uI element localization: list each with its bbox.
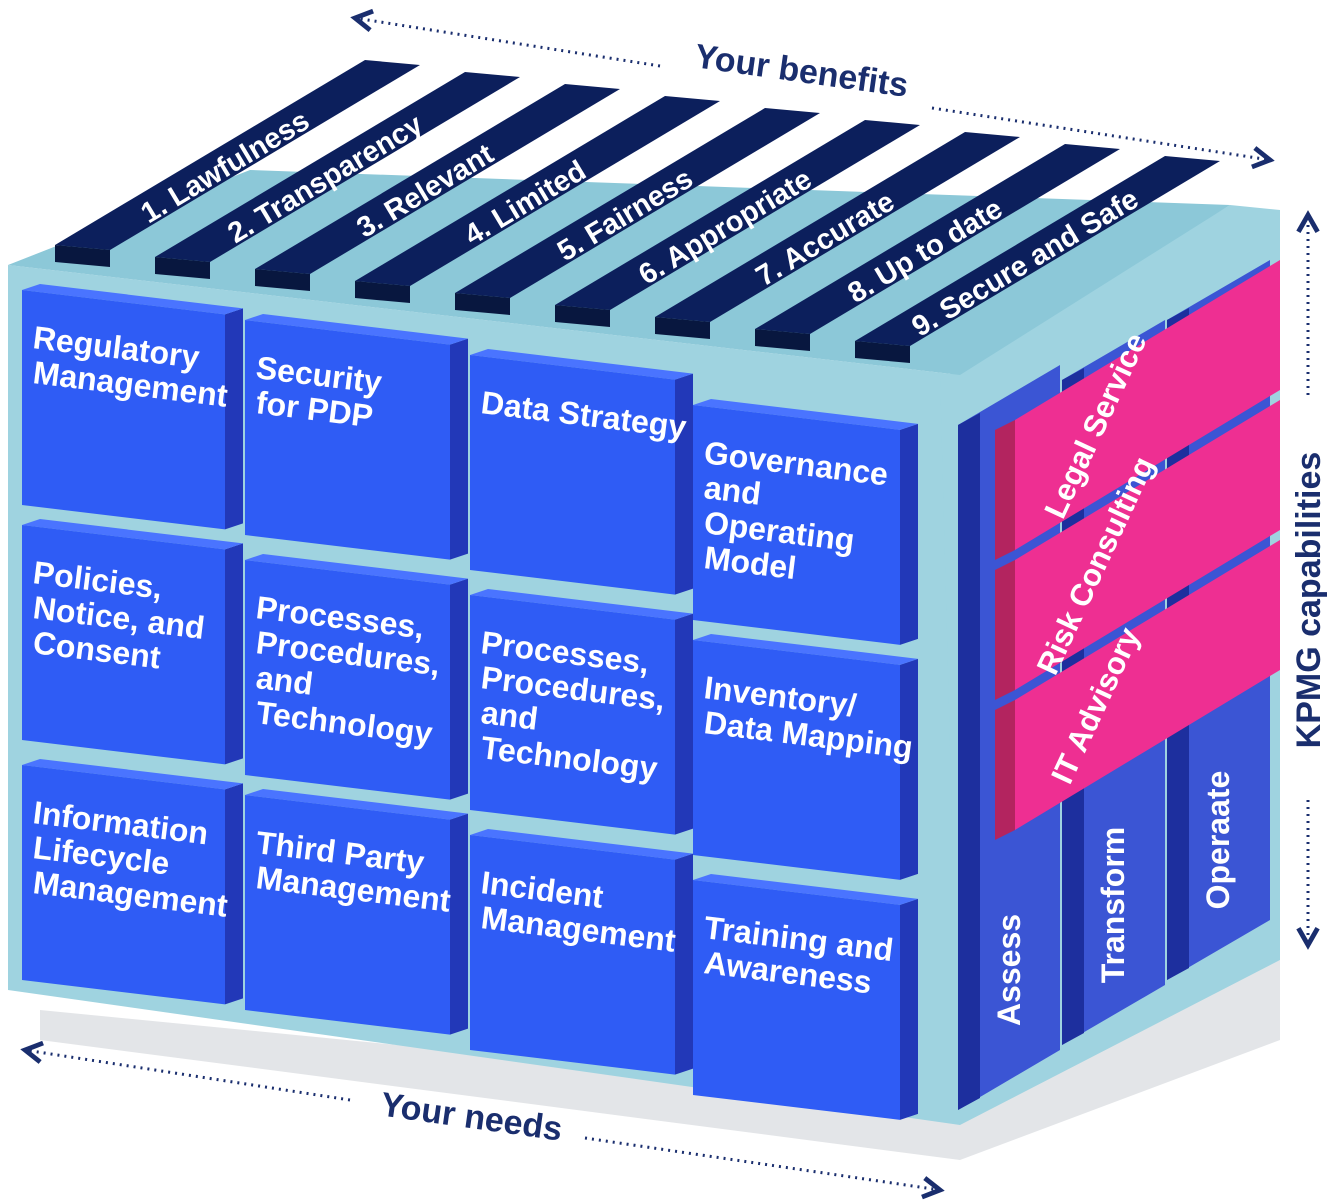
need-block-side	[675, 613, 693, 835]
benefits-arrow-left	[355, 18, 661, 68]
need-block-side	[450, 578, 468, 800]
benefit-slat-front	[855, 341, 910, 363]
service-bar-edge	[995, 700, 1015, 840]
benefit-slat-top	[755, 144, 1120, 334]
need-block-face	[693, 640, 900, 880]
benefit-slat-front	[755, 329, 810, 351]
service-bar-edge	[995, 560, 1015, 700]
need-block-top	[245, 314, 468, 345]
benefit-slat-top	[355, 96, 720, 286]
need-label: and	[254, 659, 315, 702]
need-block-face	[22, 765, 225, 1005]
need-block-side	[900, 658, 918, 880]
need-label: and	[702, 469, 763, 512]
need-block-face	[693, 405, 900, 645]
service-bar-face	[1015, 400, 1280, 690]
need-block-side	[225, 308, 243, 530]
need-block-top	[693, 874, 918, 905]
need-block-side	[450, 813, 468, 1035]
need-block-top	[470, 349, 693, 380]
service-bar-edge	[995, 420, 1015, 560]
need-block-face	[245, 795, 450, 1035]
need-block-side	[900, 423, 918, 645]
benefit-slat-top	[155, 72, 520, 262]
need-block-face	[693, 880, 900, 1120]
benefit-slat-top	[855, 156, 1220, 346]
benefit-slat-top	[555, 120, 920, 310]
need-block-top	[245, 554, 468, 585]
need-block-side	[225, 783, 243, 1005]
benefit-slat-front	[155, 257, 210, 279]
phase-column-edge	[958, 413, 980, 1110]
need-block-top	[245, 789, 468, 820]
need-block-side	[675, 853, 693, 1075]
benefit-slat-front	[355, 281, 410, 303]
phase-label: Operaate	[1200, 771, 1236, 910]
benefit-slat-front	[555, 305, 610, 327]
need-block-top	[693, 399, 918, 430]
need-block-side	[675, 373, 693, 595]
need-block-top	[22, 519, 243, 550]
benefit-slat-front	[255, 269, 310, 291]
need-block-face	[470, 595, 675, 835]
need-block-face	[245, 560, 450, 800]
service-bar-face	[1015, 540, 1280, 830]
phase-label: Transform	[1095, 827, 1131, 983]
benefit-slat-top	[55, 60, 420, 250]
need-block-side	[225, 543, 243, 765]
need-block-face	[245, 320, 450, 560]
benefit-slat-top	[655, 132, 1020, 322]
need-block: Inventory/Data Mapping	[693, 634, 918, 880]
phase-label: Assess	[991, 914, 1027, 1026]
need-block-face	[470, 355, 675, 595]
need-block-side	[900, 898, 918, 1120]
need-block-top	[470, 589, 693, 620]
need-block-face	[470, 835, 675, 1075]
benefit-slat-front	[55, 245, 110, 267]
capabilities-axis-label: KPMG capabilities	[1290, 452, 1328, 749]
need-label: and	[479, 694, 540, 737]
need-block-top	[22, 284, 243, 315]
benefit-slat-top	[455, 108, 820, 298]
benefits-arrow-right	[931, 106, 1270, 160]
service-bar-face	[1015, 260, 1280, 550]
need-block-face	[22, 290, 225, 530]
need-block-top	[470, 829, 693, 860]
need-block-top	[22, 759, 243, 790]
need-block: Data Strategy	[470, 349, 693, 595]
benefit-slat-front	[655, 317, 710, 339]
benefit-slat-top	[255, 84, 620, 274]
need-block-face	[22, 525, 225, 765]
benefit-slat-front	[455, 293, 510, 315]
benefits-axis-label: Your benefits	[693, 37, 911, 105]
need-block-side	[450, 338, 468, 560]
needs-arrow-left	[25, 1050, 351, 1102]
need-block-top	[693, 634, 918, 665]
